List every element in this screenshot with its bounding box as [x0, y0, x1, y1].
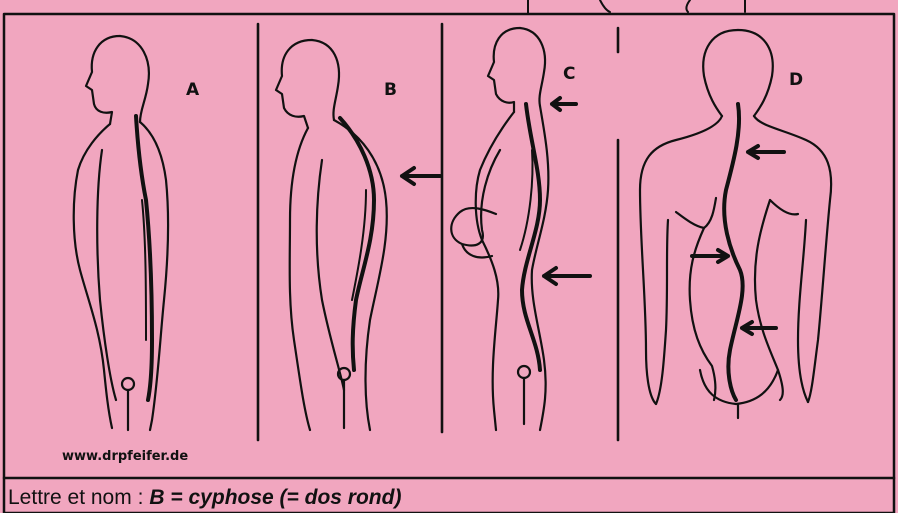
figure-d-buttocks — [700, 370, 778, 418]
figure-d-arrow-middle — [692, 250, 728, 262]
figure-a-normal — [74, 36, 168, 430]
figure-d-right-waist — [770, 200, 798, 214]
figure-b-arm — [317, 160, 344, 390]
figure-b-front-body — [290, 128, 310, 430]
figure-a-arm — [97, 150, 116, 400]
figure-d-spine — [724, 104, 742, 400]
figure-a-spine-inner — [142, 200, 146, 340]
figure-a-head — [86, 36, 120, 124]
figure-d-head — [703, 30, 738, 116]
figure-d-arrow-lower — [742, 322, 776, 334]
figure-b-kyphosis — [276, 40, 440, 430]
figure-c-spine-inner — [520, 150, 533, 250]
figure-a-hip-joint — [122, 378, 134, 390]
answer-label: Lettre et nom : — [8, 486, 143, 509]
panel-label-a: A — [186, 80, 199, 100]
figure-d-right-shoulder — [754, 116, 831, 402]
figure-a-spine — [136, 116, 152, 400]
figure-d-left-hip — [690, 228, 716, 400]
outer-frame — [4, 14, 894, 513]
figure-c-arrow-upper — [552, 98, 576, 110]
figure-b-head — [276, 40, 312, 128]
figure-d-left-waist — [676, 198, 716, 228]
figure-d-arrow-upper — [748, 146, 784, 158]
figure-a-back-body — [140, 122, 168, 430]
source-watermark: www.drpfeifer.de — [62, 449, 188, 464]
figure-c-arrow-lower — [544, 268, 590, 284]
panel-label-d: D — [789, 70, 803, 90]
panel-label-c: C — [563, 64, 575, 84]
figure-d-head-right — [738, 30, 773, 116]
answer-line: Lettre et nom : B = cyphose (= dos rond) — [8, 486, 401, 510]
figure-a-front-body — [74, 124, 112, 428]
figure-c-lordosis — [451, 28, 590, 430]
answer-value: B = cyphose (= dos rond) — [149, 486, 401, 509]
figure-d-right-arm-inner — [798, 220, 808, 402]
figure-b-back-of-head — [312, 40, 339, 120]
figure-c-head — [488, 28, 520, 112]
figure-c-back-of-head — [520, 28, 545, 106]
panel-label-b: B — [384, 80, 397, 100]
figure-b-arrow — [402, 168, 440, 184]
figure-d-left-shoulder — [640, 116, 722, 404]
figure-c-hip-joint — [518, 366, 530, 378]
figure-d-left-arm-inner — [656, 220, 668, 404]
figure-a-back-of-head — [120, 36, 149, 122]
top-text-stub — [600, 0, 745, 12]
